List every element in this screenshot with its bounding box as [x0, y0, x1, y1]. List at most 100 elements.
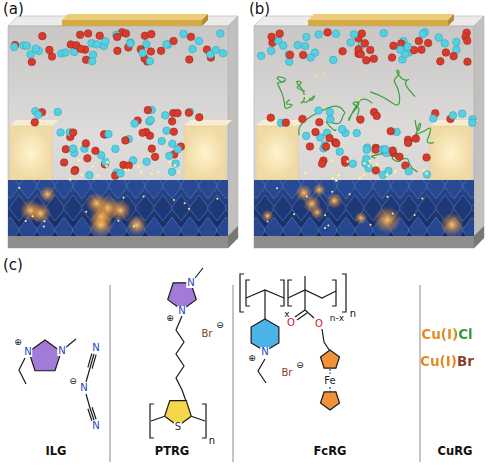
cation — [405, 167, 413, 175]
spark — [91, 165, 94, 168]
compound-name: FcRG — [314, 446, 347, 458]
spark — [184, 202, 186, 204]
octahedron — [162, 180, 182, 199]
cation — [363, 155, 371, 163]
cation — [303, 33, 311, 41]
cation — [102, 158, 110, 166]
spark — [362, 173, 365, 176]
octahedron — [198, 180, 218, 199]
octahedron — [8, 217, 20, 236]
octahedron — [417, 195, 437, 221]
atom-label: N — [91, 421, 100, 431]
box-side-face — [228, 16, 238, 248]
perovskite-octahedra — [8, 180, 228, 236]
anion — [332, 140, 340, 148]
triple-bond — [88, 409, 92, 421]
cation — [381, 146, 389, 154]
box-side-face — [474, 16, 484, 248]
cation — [131, 120, 139, 128]
bond — [86, 394, 90, 408]
anion — [437, 58, 445, 66]
octahedron — [144, 217, 164, 236]
spark — [124, 168, 127, 171]
charge-sign: ⊖ — [216, 321, 224, 330]
column-divider — [110, 285, 111, 462]
anion — [450, 52, 458, 60]
anion — [412, 135, 420, 143]
polymer-chain — [297, 81, 315, 103]
charge-sign: ⊕ — [248, 354, 256, 363]
atom-label: N — [260, 347, 269, 357]
anion — [113, 33, 121, 41]
spark — [368, 165, 371, 168]
cation — [435, 34, 443, 42]
anion — [148, 30, 156, 38]
anion — [341, 156, 349, 164]
cation — [285, 58, 293, 66]
anion — [148, 145, 156, 153]
spark — [331, 159, 334, 162]
repeat-bracket — [150, 404, 154, 438]
spark — [97, 174, 100, 177]
octahedron — [144, 180, 164, 199]
bond — [297, 313, 307, 320]
cation — [127, 39, 135, 47]
salt-formula: Cu(I)Cl — [421, 328, 472, 342]
anion — [404, 139, 412, 147]
octahedron — [408, 180, 428, 199]
spark — [150, 172, 153, 175]
octahedron — [207, 195, 227, 221]
repeat-subscript: n — [209, 436, 215, 446]
anion — [84, 30, 92, 38]
cation — [336, 148, 344, 156]
repeat-bracket — [342, 274, 346, 312]
anion — [389, 147, 397, 155]
spark — [137, 165, 140, 168]
cation — [347, 39, 355, 47]
anion — [442, 49, 450, 57]
atom-label: O — [286, 318, 296, 328]
cation — [168, 168, 176, 176]
cation — [69, 145, 77, 153]
repeat-subscript: n — [350, 309, 356, 319]
perovskite-octahedra — [254, 180, 474, 236]
anion — [396, 153, 404, 161]
spark — [105, 165, 108, 168]
spark — [331, 191, 333, 193]
bond — [86, 368, 90, 382]
anion — [170, 128, 178, 136]
spark — [173, 199, 175, 201]
cation — [329, 56, 337, 64]
cyclopentadienyl-ring — [320, 392, 339, 410]
octahedron — [18, 180, 38, 199]
spark — [276, 187, 278, 189]
backbone — [288, 290, 336, 298]
anion — [361, 39, 369, 47]
device-illustration — [0, 14, 245, 248]
cation — [23, 42, 31, 50]
octahedron — [471, 195, 474, 221]
anion — [324, 29, 332, 37]
emission-glow — [310, 206, 324, 220]
anion — [46, 46, 54, 54]
octahedron — [372, 180, 392, 199]
octahedron — [426, 180, 446, 199]
cation — [332, 30, 340, 38]
column-divider — [420, 285, 421, 462]
anion — [76, 31, 84, 39]
spark — [85, 211, 87, 213]
electrode-top — [308, 14, 454, 20]
cation — [423, 171, 431, 179]
anion — [316, 118, 324, 126]
cation — [307, 54, 315, 62]
polymer-site — [358, 98, 360, 100]
cation — [163, 127, 171, 135]
spark — [387, 196, 389, 198]
charge-sign: ⊖ — [296, 361, 304, 370]
spark — [122, 197, 124, 199]
substrate-side — [474, 226, 484, 248]
box-front-face — [254, 26, 474, 248]
anion — [299, 115, 307, 123]
repeat-bracket — [332, 280, 336, 306]
anion — [195, 113, 203, 121]
